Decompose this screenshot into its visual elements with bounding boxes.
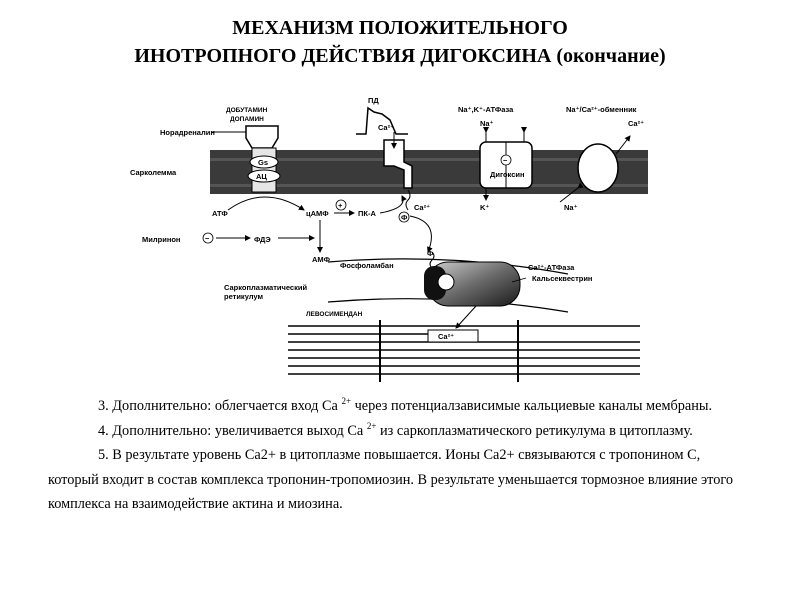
p4-superscript: 2+ [366, 420, 377, 431]
p4-text-b: из саркоплазматического ретикулума в цит… [376, 422, 693, 439]
na-plus-low-label: Na⁺ [564, 203, 578, 212]
ca-below-channel: Ca²⁺ [414, 203, 430, 212]
calsequestrin-label: Кальсеквестрин [532, 274, 592, 283]
myofilaments [288, 320, 640, 382]
phospholamban-label: Фосфоламбан [340, 261, 394, 270]
exchanger-shape [577, 143, 619, 193]
p3-text-b: через потенциалзависимые кальциевые кана… [351, 398, 713, 414]
title-line-2: ИНОТРОПНОГО ДЕЙСТВИЯ ДИГОКСИНА (окончани… [134, 45, 666, 67]
plus-pka: + [338, 201, 343, 210]
gs-label: Gs [258, 158, 268, 167]
serca-label: Ca²⁺-АТФаза [528, 263, 575, 272]
minus-fde: − [205, 234, 210, 243]
sr-membrane [327, 258, 569, 275]
na-in-pump-label: Na⁺ [480, 119, 494, 128]
amf-label: АМФ [312, 255, 331, 264]
slide-title: МЕХАНИЗМ ПОЛОЖИТЕЛЬНОГО ИНОТРОПНОГО ДЕЙС… [0, 14, 800, 70]
sr-label-1: Саркоплазматический [224, 283, 307, 292]
na-ca-exchanger-label: Na⁺/Ca²⁺-обменник [566, 105, 637, 114]
ca-myofil-label: Ca²⁺ [438, 332, 454, 341]
ca-out-exchanger-label: Ca²⁺ [628, 119, 644, 128]
na-k-atpase-label: Na⁺,K⁺-АТФаза [458, 105, 514, 114]
atf-label: АТФ [212, 209, 228, 218]
digoxin-label: Дигоксин [490, 170, 525, 179]
milrinon-label: Милринон [142, 235, 180, 244]
sr-label-2: ретикулум [224, 292, 264, 301]
ca-channel-label: Ca²⁺ [378, 123, 394, 132]
levosimendan-label: ЛЕВОСИМЕНДАН [306, 311, 363, 318]
paragraph-4: 4. Дополнительно: увеличивается выход Ca… [48, 419, 748, 444]
p3-superscript: 2+ [341, 396, 352, 406]
k-plus-label: K⁺ [480, 203, 489, 212]
pd-label: ПД [368, 96, 379, 105]
minus-digoxin: − [503, 156, 508, 165]
mechanism-diagram: Сарколемма ДОБУТАМИН ДОПАМИН Норадренали… [128, 92, 678, 382]
dopamin-label: ДОПАМИН [230, 116, 264, 123]
fde-label: ФДЭ [254, 235, 271, 244]
title-line-1: МЕХАНИЗМ ПОЛОЖИТЕЛЬНОГО [232, 17, 568, 39]
camp-label: цАМФ [306, 209, 329, 218]
pka-label: ПК-А [358, 209, 376, 218]
dobutamin-label: ДОБУТАМИН [226, 107, 268, 114]
receptor-shape [245, 125, 279, 149]
paragraph-3: 3. Дополнительно: облегчается вход Ca 2+… [48, 394, 748, 419]
ca-channel-shape [383, 139, 413, 189]
sarcolemma-label: Сарколемма [130, 168, 177, 177]
p4-text-a: 4. Дополнительно: увеличивается выход Ca [98, 422, 367, 439]
paragraph-5: 5. В результате уровень Ca2+ в цитоплазм… [48, 447, 734, 512]
action-potential-trace [356, 106, 408, 135]
phi-channel: Ф [401, 213, 408, 222]
phi-sr: Ф [427, 249, 434, 258]
explanation-text: 3. Дополнительно: облегчается вход Ca 2+… [48, 394, 748, 517]
p3-text-a: 3. Дополнительно: облегчается вход Ca [98, 398, 342, 414]
noradrenalin-label: Норадреналин [160, 128, 215, 137]
ac-label: АЦ [256, 172, 267, 181]
